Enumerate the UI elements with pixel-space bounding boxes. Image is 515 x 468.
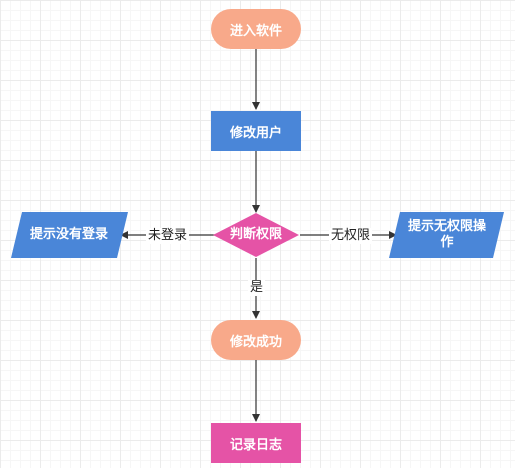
start-node-label: 进入软件	[229, 23, 282, 39]
edge-label-not-logged-in: 未登录	[146, 228, 190, 244]
edge-label-no-permission: 无权限	[329, 228, 373, 244]
modify-user-node[interactable]: 修改用户	[211, 111, 301, 151]
no-permission-parallelogram[interactable]	[389, 212, 504, 258]
no-permission-label: 提示无权限操作	[407, 219, 486, 250]
record-log-label: 记录日志	[229, 437, 282, 453]
judge-permission-label-wrap: 判断权限	[213, 213, 299, 257]
not-logged-in-label-wrap: 提示没有登录	[14, 212, 124, 258]
judge-permission-label: 判断权限	[229, 227, 282, 242]
modify-success-label: 修改成功	[229, 334, 282, 350]
decision-diamond[interactable]	[213, 213, 299, 257]
modify-success-node[interactable]: 修改成功	[211, 320, 301, 360]
not-logged-in-label: 提示没有登录	[29, 227, 108, 242]
edge-label-yes: 是	[248, 280, 266, 296]
modify-user-label: 修改用户	[229, 125, 282, 141]
no-permission-label-wrap: 提示无权限操作	[398, 212, 496, 258]
not-logged-in-parallelogram[interactable]	[11, 212, 128, 258]
record-log-node[interactable]: 记录日志	[211, 423, 301, 463]
start-node[interactable]: 进入软件	[211, 9, 301, 49]
